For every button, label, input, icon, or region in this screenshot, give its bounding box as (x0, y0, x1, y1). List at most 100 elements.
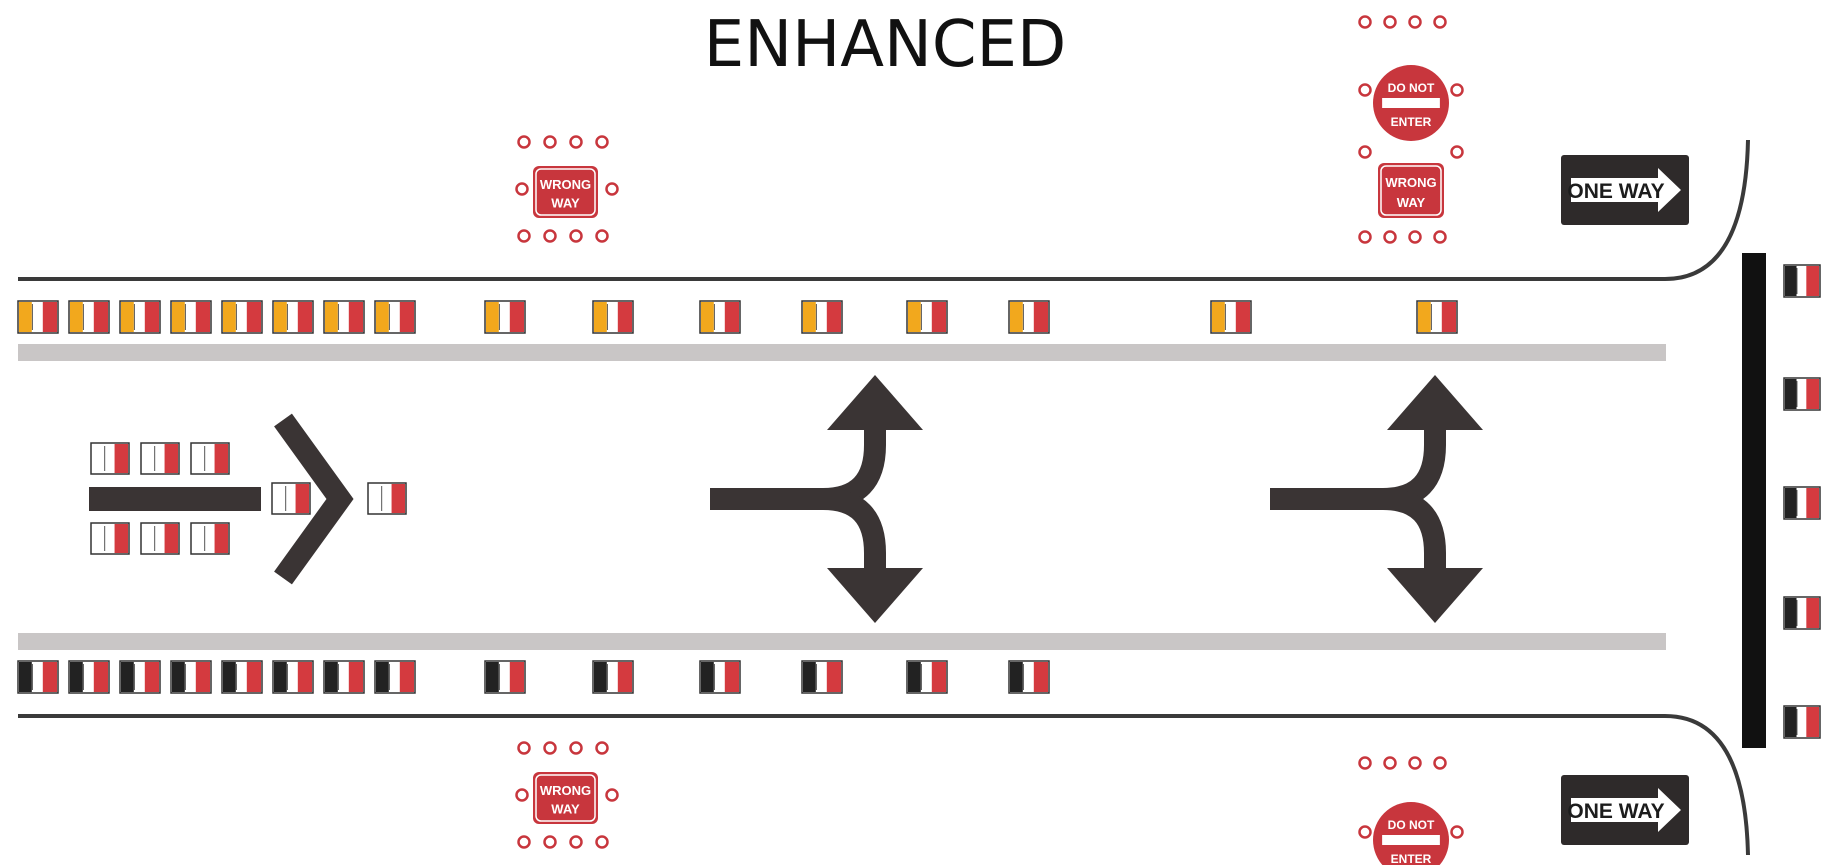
warning-light-icon (517, 229, 531, 243)
pavement-arrow-icon (89, 413, 354, 585)
raised-pavement-marker-icon (1008, 660, 1050, 694)
raised-pavement-marker-icon (374, 660, 416, 694)
pavement-markers (17, 264, 1821, 739)
sign-text: WRONG (540, 783, 591, 798)
raised-pavement-marker-icon (119, 300, 161, 334)
do-not-enter-sign-icon: DO NOT ENTER (1373, 65, 1449, 141)
warning-light-icon (1408, 230, 1422, 244)
raised-pavement-marker-icon (190, 522, 230, 555)
warning-light-icon (1358, 825, 1372, 839)
raised-pavement-marker-icon (1783, 486, 1821, 520)
raised-pavement-marker-icon (906, 660, 948, 694)
turn-arrow-icon (710, 375, 923, 623)
raised-pavement-marker-icon (323, 660, 365, 694)
raised-pavement-marker-icon (801, 660, 843, 694)
warning-light-icon (515, 182, 529, 196)
sign-text: WAY (551, 196, 580, 211)
warning-light-icon (569, 135, 583, 149)
raised-pavement-marker-icon (17, 660, 59, 694)
warning-light-icon (1433, 230, 1447, 244)
warning-light-icon (517, 835, 531, 849)
pavement-arrows (89, 375, 1483, 623)
warning-light-icon (595, 135, 609, 149)
warning-light-icon (605, 788, 619, 802)
warning-light-icon (569, 741, 583, 755)
raised-pavement-marker-icon (1783, 377, 1821, 411)
warning-light-icon (605, 182, 619, 196)
raised-pavement-marker-icon (699, 300, 741, 334)
raised-pavement-marker-icon (272, 660, 314, 694)
sign-text: WRONG (1385, 175, 1436, 190)
raised-pavement-marker-icon (170, 300, 212, 334)
raised-pavement-marker-icon (17, 300, 59, 334)
wrong-way-assembly-bottom: WRONG WAY (515, 741, 619, 849)
wrong-way-sign-icon: WRONG WAY (533, 772, 598, 824)
raised-pavement-marker-icon (484, 300, 526, 334)
warning-light-icon (595, 229, 609, 243)
warning-light-icon (1383, 15, 1397, 29)
raised-pavement-marker-icon (1783, 596, 1821, 630)
warning-light-icon (1358, 230, 1372, 244)
warning-light-icon (1358, 83, 1372, 97)
raised-pavement-marker-icon (68, 660, 110, 694)
one-way-sign-icon: ONE WAY (1561, 155, 1689, 225)
raised-pavement-marker-icon (140, 442, 180, 475)
raised-pavement-marker-icon (801, 300, 843, 334)
warning-light-icon (1450, 145, 1464, 159)
warning-light-icon (543, 741, 557, 755)
raised-pavement-marker-icon (484, 660, 526, 694)
warning-light-icon (1383, 756, 1397, 770)
sign-text: WAY (1397, 195, 1426, 210)
wrong-way-sign-icon: WRONG WAY (533, 166, 598, 218)
warning-light-icon (1450, 83, 1464, 97)
sign-text: ENTER (1391, 115, 1432, 129)
raised-pavement-marker-icon (119, 660, 161, 694)
raised-pavement-marker-icon (906, 300, 948, 334)
raised-pavement-marker-icon (592, 660, 634, 694)
do-not-enter-sign-icon: DO NOT ENTER (1373, 802, 1449, 865)
raised-pavement-marker-icon (170, 660, 212, 694)
raised-pavement-marker-icon (90, 442, 130, 475)
raised-pavement-marker-icon (374, 300, 416, 334)
sign-text: WAY (551, 802, 580, 817)
raised-pavement-marker-icon (1783, 264, 1821, 298)
raised-pavement-marker-icon (323, 300, 365, 334)
one-way-sign-icon: ONE WAY (1561, 775, 1689, 845)
raised-pavement-marker-icon (1008, 300, 1050, 334)
raised-pavement-marker-icon (1210, 300, 1252, 334)
raised-pavement-marker-icon (592, 300, 634, 334)
turn-arrow-icon (1270, 375, 1483, 623)
raised-pavement-marker-icon (90, 522, 130, 555)
warning-light-icon (1450, 825, 1464, 839)
sign-text: WRONG (540, 177, 591, 192)
warning-light-icon (543, 135, 557, 149)
sign-text: DO NOT (1388, 818, 1435, 832)
raised-pavement-marker-icon (1783, 705, 1821, 739)
warning-light-icon (515, 788, 529, 802)
road-edges (18, 139, 1750, 856)
raised-pavement-marker-icon (699, 660, 741, 694)
warning-light-icon (1358, 15, 1372, 29)
lane-line-top (18, 344, 1666, 361)
do-not-enter-assembly-top: DO NOT ENTER WRONG WAY (1358, 15, 1464, 244)
sign-text: ONE WAY (1567, 180, 1664, 203)
road-edge-bottom (18, 714, 1750, 856)
warning-light-icon (569, 229, 583, 243)
raised-pavement-marker-icon (367, 482, 407, 515)
warning-light-icon (517, 741, 531, 755)
sign-text: ENTER (1391, 852, 1432, 865)
warning-light-icon (1358, 145, 1372, 159)
lane-lines (18, 344, 1666, 650)
wrong-way-assembly-top: WRONG WAY (515, 135, 619, 243)
warning-light-icon (1383, 230, 1397, 244)
raised-pavement-marker-icon (271, 482, 311, 515)
raised-pavement-marker-icon (68, 300, 110, 334)
warning-light-icon (1408, 756, 1422, 770)
warning-light-icon (595, 741, 609, 755)
sign-text: DO NOT (1388, 81, 1435, 95)
raised-pavement-marker-icon (1416, 300, 1458, 334)
warning-light-icon (543, 835, 557, 849)
ramp-terminal-barrier (1742, 253, 1766, 748)
